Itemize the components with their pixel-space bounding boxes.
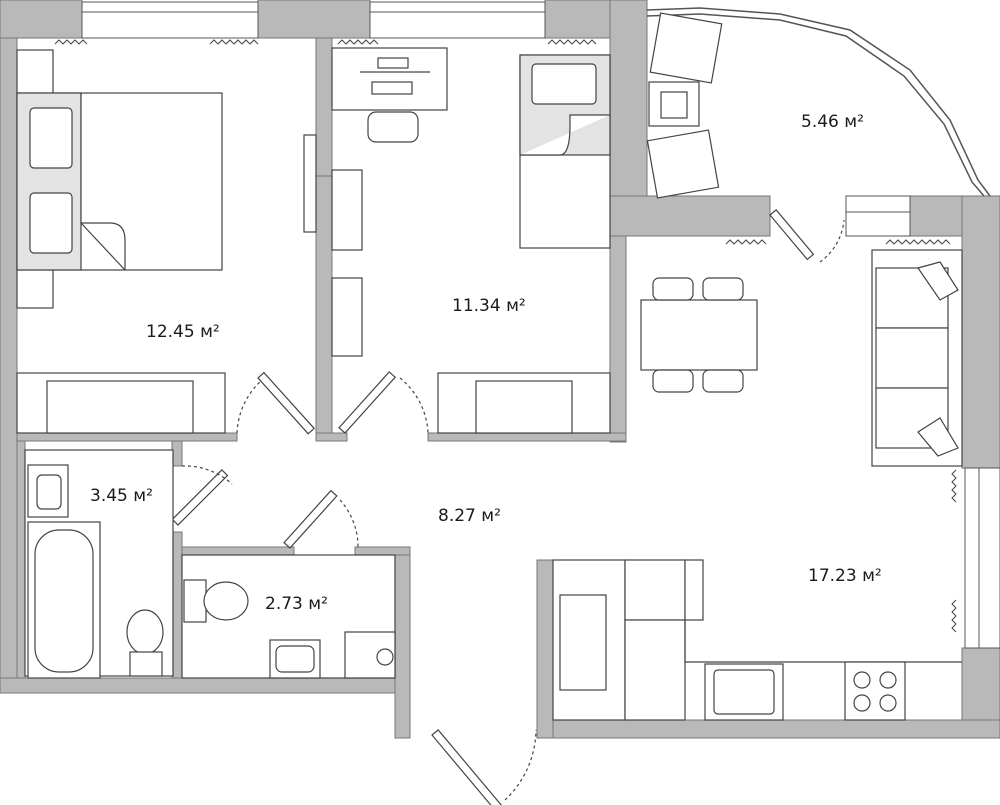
living-kitchen-furniture [552, 249, 963, 721]
living-kitchen-area-label: 17.23 м² [808, 566, 882, 586]
doors [171, 209, 845, 805]
balcony-furniture [646, 12, 723, 199]
walls [0, 0, 1000, 739]
bathroom-area-label: 3.45 м² [90, 486, 153, 506]
toilet-area-label: 2.73 м² [265, 594, 328, 614]
windows [81, 1, 1000, 649]
bedroom-area-label: 12.45 м² [146, 322, 220, 342]
radiators [54, 39, 957, 633]
hallway-area-label: 8.27 м² [438, 506, 501, 526]
toilet-fixtures [181, 554, 396, 679]
bathroom-fixtures [24, 449, 174, 679]
office-furniture [331, 47, 611, 434]
bedroom-furniture [16, 49, 317, 434]
balcony-area-label: 5.46 м² [801, 112, 864, 132]
balcony-outline [646, 7, 991, 197]
office-area-label: 11.34 м² [452, 296, 526, 316]
